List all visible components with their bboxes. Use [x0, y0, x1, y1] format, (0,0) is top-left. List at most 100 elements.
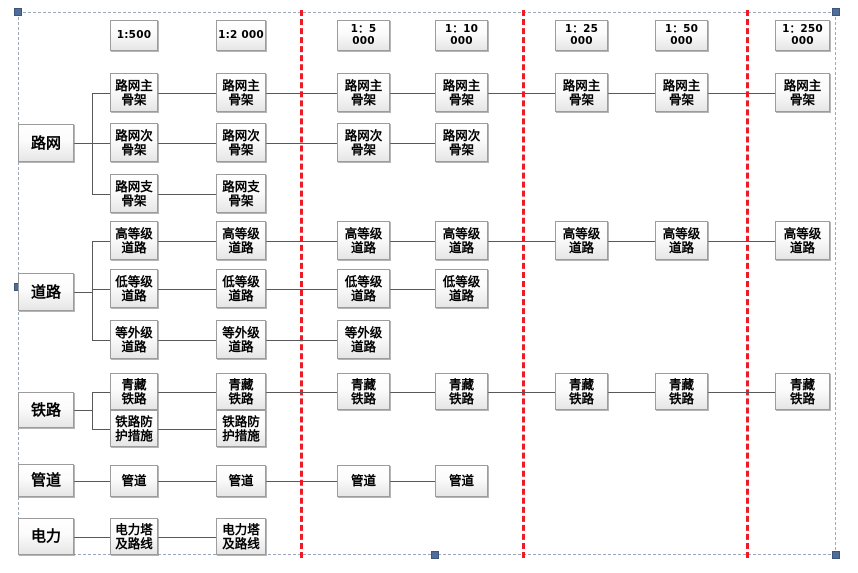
- connector-r7-6-7: [708, 391, 775, 393]
- node-r5-col1[interactable]: 低等级道路: [110, 269, 158, 308]
- node-r6-col2[interactable]: 等外级道路: [216, 320, 266, 359]
- node-r7-col4[interactable]: 青藏铁路: [435, 373, 488, 410]
- scale-header-s2000[interactable]: 1:2 000: [216, 20, 266, 51]
- node-r1-col5[interactable]: 路网主骨架: [555, 73, 608, 112]
- scale-header-s10000-label: 1：10 000: [444, 22, 479, 47]
- node-r7-col5-label: 青藏铁路: [568, 376, 594, 406]
- scale-header-s5000[interactable]: 1：5 000: [337, 20, 390, 51]
- node-r2-col2[interactable]: 路网次骨架: [216, 123, 266, 162]
- scale-separator-3: [746, 10, 749, 558]
- connector-branch-road-0: [92, 240, 110, 242]
- category-power-label: 电力: [30, 527, 61, 546]
- node-r2-col4[interactable]: 路网次骨架: [435, 123, 488, 162]
- connector-r10-1-2: [158, 536, 216, 538]
- connector-branch-road-1: [92, 288, 110, 290]
- node-r2-col1[interactable]: 路网次骨架: [110, 123, 158, 162]
- node-r4-col7[interactable]: 高等级道路: [775, 221, 830, 260]
- node-r5-col4[interactable]: 低等级道路: [435, 269, 488, 308]
- node-r10-col2[interactable]: 电力塔及路线: [216, 518, 266, 555]
- node-r1-col4-label: 路网主骨架: [442, 77, 481, 107]
- node-r1-col7-label: 路网主骨架: [783, 77, 822, 107]
- node-r4-col2[interactable]: 高等级道路: [216, 221, 266, 260]
- node-r1-col3[interactable]: 路网主骨架: [337, 73, 390, 112]
- node-r8-col2[interactable]: 铁路防护措施: [216, 410, 266, 447]
- selection-handle-top-right[interactable]: [832, 8, 840, 16]
- scale-header-s500-label: 1:500: [116, 28, 152, 41]
- node-r5-col3-label: 低等级道路: [344, 273, 383, 303]
- connector-bus-road: [92, 240, 93, 340]
- scale-header-s25000[interactable]: 1：25 000: [555, 20, 608, 51]
- category-railway[interactable]: 铁路: [18, 392, 74, 428]
- node-r7-col2[interactable]: 青藏铁路: [216, 373, 266, 410]
- node-r4-col3[interactable]: 高等级道路: [337, 221, 390, 260]
- node-r6-col3[interactable]: 等外级道路: [337, 320, 390, 359]
- node-r3-col2[interactable]: 路网支骨架: [216, 174, 266, 213]
- scale-header-s50000-label: 1：50 000: [664, 22, 699, 47]
- node-r6-col1[interactable]: 等外级道路: [110, 320, 158, 359]
- connector-r7-5-6: [608, 391, 655, 393]
- node-r9-col3[interactable]: 管道: [337, 465, 390, 497]
- category-pipeline[interactable]: 管道: [18, 464, 74, 497]
- node-r1-col1-label: 路网主骨架: [115, 77, 153, 107]
- node-r1-col2-label: 路网主骨架: [222, 77, 260, 107]
- node-r7-col1[interactable]: 青藏铁路: [110, 373, 158, 410]
- node-r8-col1-label: 铁路防护措施: [115, 413, 153, 443]
- node-r2-col1-label: 路网次骨架: [115, 127, 153, 157]
- node-r7-col5[interactable]: 青藏铁路: [555, 373, 608, 410]
- node-r9-col1[interactable]: 管道: [110, 465, 158, 497]
- node-r9-col2-label: 管道: [228, 473, 254, 488]
- connector-branch-roadnet-2: [92, 193, 110, 195]
- node-r2-col3[interactable]: 路网次骨架: [337, 123, 390, 162]
- node-r4-col5[interactable]: 高等级道路: [555, 221, 608, 260]
- node-r8-col1[interactable]: 铁路防护措施: [110, 410, 158, 447]
- node-r1-col1[interactable]: 路网主骨架: [110, 73, 158, 112]
- node-r7-col3[interactable]: 青藏铁路: [337, 373, 390, 410]
- connector-stub-road: [74, 292, 92, 293]
- node-r1-col5-label: 路网主骨架: [562, 77, 601, 107]
- selection-handle-bottom-right[interactable]: [832, 551, 840, 559]
- scale-header-s10000[interactable]: 1：10 000: [435, 20, 488, 51]
- node-r7-col7-label: 青藏铁路: [789, 376, 815, 406]
- scale-header-s500[interactable]: 1:500: [110, 20, 158, 51]
- connector-r1-6-7: [708, 92, 775, 94]
- connector-branch-road-2: [92, 339, 110, 341]
- connector-stub-railway: [74, 410, 92, 411]
- node-r4-col7-label: 高等级道路: [783, 225, 822, 255]
- node-r1-col3-label: 路网主骨架: [344, 77, 383, 107]
- node-r5-col2[interactable]: 低等级道路: [216, 269, 266, 308]
- category-roadnet[interactable]: 路网: [18, 124, 74, 162]
- node-r4-col6[interactable]: 高等级道路: [655, 221, 708, 260]
- connector-branch-roadnet-1: [92, 142, 110, 144]
- node-r4-col4[interactable]: 高等级道路: [435, 221, 488, 260]
- selection-handle-bottom-center[interactable]: [431, 551, 439, 559]
- connector-branch-railway-1: [92, 428, 110, 430]
- connector-r9-2-3: [266, 481, 337, 482]
- node-r9-col4[interactable]: 管道: [435, 465, 488, 497]
- node-r2-col2-label: 路网次骨架: [222, 127, 260, 157]
- node-r7-col1-label: 青藏铁路: [121, 376, 147, 406]
- scale-header-s50000[interactable]: 1：50 000: [655, 20, 708, 51]
- node-r10-col1[interactable]: 电力塔及路线: [110, 518, 158, 555]
- node-r1-col7[interactable]: 路网主骨架: [775, 73, 830, 112]
- node-r9-col2[interactable]: 管道: [216, 465, 266, 497]
- node-r5-col3[interactable]: 低等级道路: [337, 269, 390, 308]
- scale-header-s250000[interactable]: 1：250 000: [775, 20, 830, 51]
- node-r3-col1[interactable]: 路网支骨架: [110, 174, 158, 213]
- category-roadnet-label: 路网: [30, 133, 61, 152]
- node-r5-col1-label: 低等级道路: [115, 273, 153, 303]
- node-r1-col2[interactable]: 路网主骨架: [216, 73, 266, 112]
- node-r1-col6[interactable]: 路网主骨架: [655, 73, 708, 112]
- category-road[interactable]: 道路: [18, 273, 74, 311]
- connector-r4-5-6: [608, 240, 655, 242]
- scale-separator-2: [522, 10, 525, 558]
- category-power[interactable]: 电力: [18, 518, 74, 555]
- node-r7-col6[interactable]: 青藏铁路: [655, 373, 708, 410]
- selection-handle-top-left[interactable]: [14, 8, 22, 16]
- node-r10-col2-label: 电力塔及路线: [222, 521, 260, 551]
- node-r2-col3-label: 路网次骨架: [344, 127, 383, 157]
- node-r1-col4[interactable]: 路网主骨架: [435, 73, 488, 112]
- node-r7-col7[interactable]: 青藏铁路: [775, 373, 830, 410]
- connector-r1-3-4: [390, 92, 435, 94]
- connector-r1-2-3: [266, 92, 337, 94]
- node-r4-col1[interactable]: 高等级道路: [110, 221, 158, 260]
